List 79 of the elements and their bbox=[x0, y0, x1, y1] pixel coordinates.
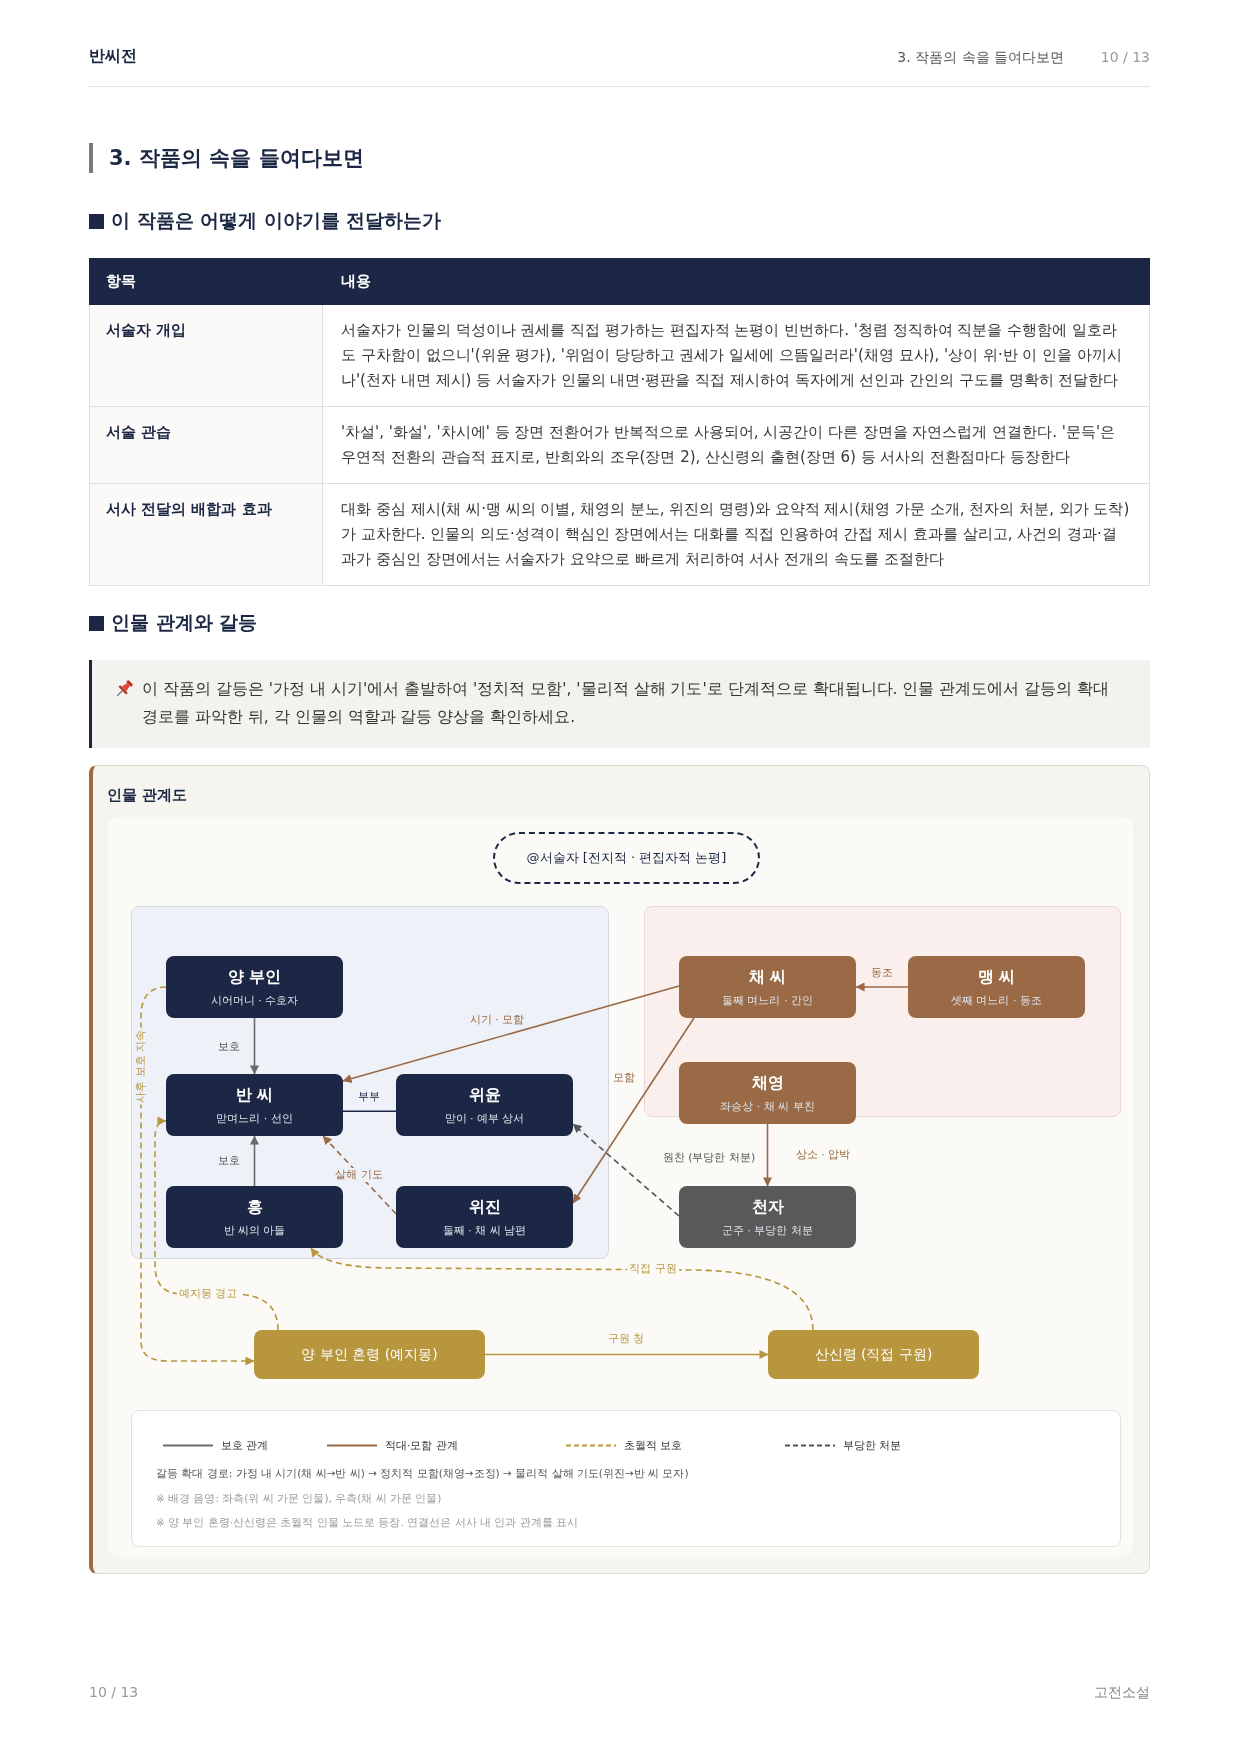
table-header-cell: 항목 bbox=[89, 258, 323, 305]
character-role: 셋째 며느리 · 동조 bbox=[951, 992, 1042, 1009]
legend-note: ※ 배경 음영: 좌측(위 씨 가문 인물), 우측(채 씨 가문 인물) bbox=[156, 1491, 442, 1506]
document-title: 반씨전 bbox=[89, 46, 137, 67]
character-name: 맹 씨 bbox=[977, 965, 1016, 988]
table-header-cell: 내용 bbox=[322, 258, 1150, 305]
edge-label: 보호 bbox=[216, 1040, 242, 1054]
edge-label: 사후 보호 지속 bbox=[134, 1027, 148, 1105]
table-cell: 서사 전달의 배합과 효과 bbox=[89, 483, 323, 586]
character-name: 흥 bbox=[246, 1195, 263, 1218]
footer-text: 고전소설 bbox=[1094, 1684, 1150, 1702]
table-cell: 서술 관습 bbox=[89, 406, 323, 484]
arrow bbox=[763, 1123, 772, 1187]
character-box bbox=[166, 1186, 343, 1248]
edge-label: 모함 bbox=[611, 1071, 637, 1085]
arrow bbox=[322, 1135, 397, 1215]
character-box bbox=[679, 956, 856, 1018]
section-heading: 3. 작품의 속을 들여다보면 bbox=[89, 143, 1150, 173]
legend-note: ※ 양 부인 혼령·산신령은 초월적 인물 노드로 등장. 연결선은 서사 내 인과 관계를 표시 bbox=[156, 1515, 578, 1530]
character-role: 맏며느리 · 선인 bbox=[216, 1110, 293, 1127]
edge-label: 부부 bbox=[356, 1090, 382, 1104]
callout-text: 이 작품의 갈등은 '가정 내 시기'에서 출발하여 '정치적 모함', '물리적 살해 기도'로 단계적으로 확대됩니다. 인물 관계도에서 갈등의 확대 경로를 파악한 뒤, 각 인물의 역할과 갈등 양상을 확인하세요. bbox=[142, 679, 1111, 728]
narrator-text: @서술자 [전지적 · 편집자적 논평] bbox=[526, 849, 727, 867]
table-cell: '차설', '화설', '차시에' 등 장면 전환어가 반복적으로 사용되어, 시공간이 다른 장면을 자연스럽게 연결한다. '문득'은 우연적 전환의 관습적 표지로, 반희와의 조우(장면 2), 산신령의 출현(장면 6) 등 서사의 전환점마다 등장한다 bbox=[322, 406, 1150, 484]
character-name: 천자 bbox=[751, 1195, 784, 1218]
legend-label: 초월적 보호 bbox=[624, 1438, 683, 1453]
spirit-box bbox=[254, 1330, 485, 1379]
character-box bbox=[166, 956, 343, 1018]
legend-label: 부당한 처분 bbox=[843, 1438, 902, 1453]
subsection-heading: 인물 관계와 갈등 bbox=[111, 610, 258, 635]
character-box bbox=[166, 1074, 343, 1136]
arrow bbox=[484, 1350, 769, 1359]
character-role: 반 씨의 아들 bbox=[223, 1222, 286, 1239]
arrow bbox=[250, 1017, 259, 1075]
character-name: 위진 bbox=[468, 1195, 501, 1218]
edge-label: 보호 bbox=[216, 1154, 242, 1168]
page-number: 10 / 13 bbox=[1100, 49, 1150, 65]
page-number: 10 / 13 bbox=[89, 1684, 139, 1700]
character-name: 양 부인 bbox=[227, 965, 282, 988]
connector-line bbox=[342, 1110, 397, 1112]
edge-label: 동조 bbox=[869, 966, 895, 980]
spirit-name: 산신령 (직접 구원) bbox=[814, 1345, 933, 1364]
character-role: 시어머니 · 수호자 bbox=[210, 992, 299, 1009]
character-box bbox=[396, 1186, 573, 1248]
edge-label: 상소 · 압박 bbox=[793, 1148, 853, 1162]
edge-label: 예지몽 경고 bbox=[176, 1287, 240, 1301]
character-box bbox=[679, 1062, 856, 1124]
character-name: 반 씨 bbox=[235, 1083, 274, 1106]
section-name: 3. 작품의 속을 들여다보면 bbox=[897, 49, 1064, 67]
subsection-heading: 이 작품은 어떻게 이야기를 전달하는가 bbox=[111, 208, 442, 233]
character-role: 둘째 · 채 씨 남편 bbox=[442, 1222, 527, 1239]
character-name: 채영 bbox=[751, 1071, 784, 1094]
character-role: 맏이 · 예부 상서 bbox=[444, 1110, 525, 1127]
arrow bbox=[855, 982, 909, 992]
arrow bbox=[572, 1123, 680, 1217]
arrow bbox=[342, 985, 680, 1083]
character-role: 좌승상 · 채 씨 부친 bbox=[720, 1098, 815, 1115]
legend-label: 적대·모함 관계 bbox=[385, 1438, 458, 1453]
character-role: 둘째 며느리 · 간인 bbox=[722, 992, 813, 1009]
character-name: 위윤 bbox=[468, 1083, 501, 1106]
arrow bbox=[572, 1017, 695, 1204]
edge-label: 살해 기도 bbox=[333, 1168, 385, 1182]
character-role: 군주 · 부당한 처분 bbox=[722, 1222, 813, 1239]
spirit-box bbox=[768, 1330, 979, 1379]
character-box bbox=[908, 956, 1085, 1018]
character-box bbox=[679, 1186, 856, 1248]
panel-title: 인물 관계도 bbox=[107, 786, 188, 805]
legend-note: 갈등 확대 경로: 가정 내 시기(채 씨→반 씨) → 정치적 모함(채영→조정) → 물리적 살해 기도(위진→반 씨 모자) bbox=[156, 1466, 689, 1481]
legend-label: 보호 관계 bbox=[221, 1438, 269, 1453]
arrow bbox=[250, 1135, 259, 1187]
edge-label: 직접 구원 bbox=[627, 1262, 679, 1276]
table-cell: 대화 중심 제시(채 씨·맹 씨의 이별, 채영의 분노, 위진의 명령)와 요약적 제시(채영 가문 소개, 천자의 처분, 외가 도착)가 교차한다. 인물의 의도·성격이 핵심인 장면에서는 대화를 직접 인용하여 간접 제시 효과를 살리고, 사건의 경과·결과가 중심인 장면에서는 서술자가 요약으로 빠르게 처리하여 서사 전개의 속도를 조절한다 bbox=[322, 483, 1150, 586]
character-box bbox=[396, 1074, 573, 1136]
spirit-name: 양 부인 혼령 (예지몽) bbox=[301, 1345, 438, 1364]
arrow bbox=[310, 1247, 814, 1331]
table-cell: 서술자 개입 bbox=[89, 304, 323, 407]
character-name: 채 씨 bbox=[748, 965, 787, 988]
edge-label: 시기 · 모함 bbox=[467, 1013, 527, 1027]
table-cell: 서술자가 인물의 덕성이나 권세를 직접 평가하는 편집자적 논평이 빈번하다. '청렴 정직하여 직분을 수행함에 일호라도 구차함이 없으니'(위윤 평가), '위엄이 당당하고 권세가 일세에 으뜸일러라'(채영 묘사), '상이 위·반 이 인을 아끼시나'(천자 내면 제시) 등 서술자가 인물의 내면·평판을 직접 제시하여 독자에게 선인과 간인의 구도를 명확히 전달한다 bbox=[322, 304, 1150, 407]
